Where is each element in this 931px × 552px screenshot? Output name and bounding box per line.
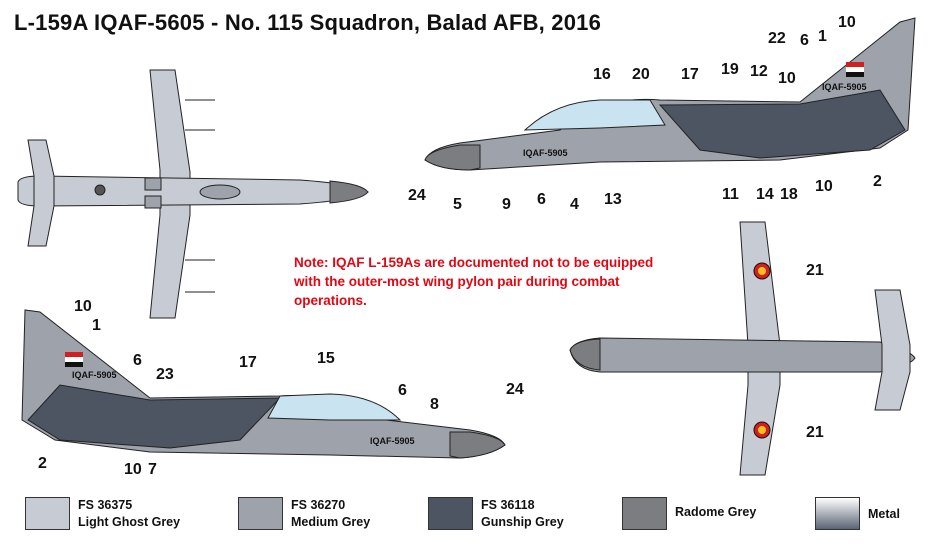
callout-13: 13 [604, 191, 622, 208]
callout-11: 11 [722, 186, 739, 203]
callout-12: 12 [750, 63, 768, 80]
callout-18: 18 [780, 186, 798, 203]
pylon-note: Note: IQAF L-159As are documented not to… [294, 255, 654, 308]
callout-left-1: 1 [92, 317, 101, 334]
callout-left-15: 15 [317, 350, 335, 367]
callout-left-6b: 6 [398, 382, 407, 399]
legend-gunship-grey: FS 36118 Gunship Grey [428, 497, 608, 533]
callout-10b: 10 [778, 70, 796, 87]
left-side-view-aircraft [21, 309, 506, 459]
callout-left-17: 17 [239, 354, 257, 371]
right-side-view-aircraft [424, 17, 916, 171]
callout-left-10b: 10 [124, 461, 142, 478]
callout-16: 16 [593, 66, 611, 83]
callout-4: 4 [570, 196, 579, 213]
callout-20: 20 [632, 66, 650, 83]
bottom-view-aircraft [569, 221, 916, 476]
callout-1: 1 [818, 28, 827, 45]
callout-5: 5 [453, 196, 462, 213]
swatch-metal [815, 497, 860, 530]
callout-bottom-24: 24 [506, 381, 524, 398]
callout-2: 2 [873, 173, 882, 190]
callout-6b: 6 [537, 191, 546, 208]
swatch-radome-grey [622, 497, 667, 530]
serial-marking-left: IQAF-5905 [370, 436, 415, 446]
callout-10: 10 [838, 14, 856, 31]
callout-bottom-21: 21 [806, 262, 824, 279]
serial-marking-right: IQAF-5905 [523, 148, 568, 158]
top-view-aircraft [17, 69, 369, 319]
callout-left-7: 7 [148, 461, 157, 478]
legend-medium-grey: FS 36270 Medium Grey [238, 497, 408, 533]
callout-left-23: 23 [156, 366, 174, 383]
callout-14: 14 [756, 186, 774, 203]
callout-left-8: 8 [430, 396, 439, 413]
legend-light-ghost-grey: FS 36375 Light Ghost Grey [25, 497, 205, 533]
callout-left-2: 2 [38, 455, 47, 472]
page-title: L-159A IQAF-5605 - No. 115 Squadron, Bal… [14, 10, 602, 35]
serial-marking-fin-left: IQAF-5905 [72, 370, 117, 380]
callout-left-6: 6 [133, 352, 142, 369]
legend-radome-grey: Radome Grey [622, 497, 782, 533]
callout-9: 9 [502, 196, 511, 213]
legend-metal: Metal [815, 497, 925, 533]
swatch-light-ghost-grey [25, 497, 70, 530]
callout-24: 24 [408, 187, 426, 204]
callout-19: 19 [721, 61, 739, 78]
serial-marking-fin-right: IQAF-5905 [822, 82, 867, 92]
callout-left-10: 10 [74, 298, 92, 315]
callout-6: 6 [800, 32, 809, 49]
swatch-medium-grey [238, 497, 283, 530]
callout-bottom-21b: 21 [806, 424, 824, 441]
callout-10c: 10 [815, 178, 833, 195]
callout-17: 17 [681, 66, 699, 83]
callout-22: 22 [768, 30, 786, 47]
swatch-gunship-grey [428, 497, 473, 530]
